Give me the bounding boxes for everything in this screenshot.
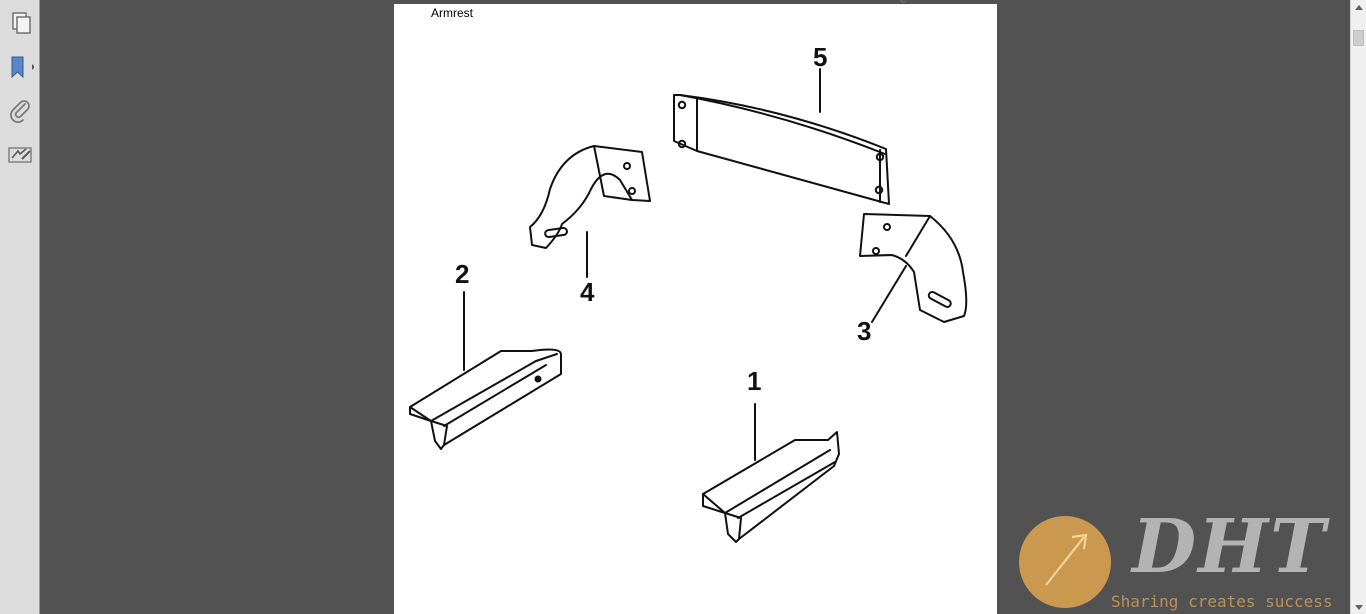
callout-4: 4 xyxy=(580,277,595,307)
callout-2: 2 xyxy=(455,259,469,289)
chevron-down-icon xyxy=(1354,604,1363,610)
part-4-bracket xyxy=(529,145,651,278)
vertical-scrollbar[interactable] xyxy=(1350,0,1366,614)
signatures-icon[interactable] xyxy=(6,140,34,168)
scroll-up-button[interactable] xyxy=(1351,0,1366,14)
callout-5: 5 xyxy=(813,42,827,72)
pages-icon[interactable] xyxy=(6,9,34,37)
part-3-bracket xyxy=(859,213,968,323)
bookmarks-icon[interactable] xyxy=(6,53,34,81)
callout-1: 1 xyxy=(747,366,761,396)
part-1-armrest xyxy=(702,403,840,543)
scroll-thumb[interactable] xyxy=(1353,30,1364,46)
cut-off-text-fragment xyxy=(900,0,907,3)
page-heading: Armrest xyxy=(431,6,473,20)
chevron-up-icon xyxy=(1354,4,1363,10)
navigation-pane xyxy=(0,0,40,614)
part-5-plate xyxy=(673,68,890,205)
attachments-icon[interactable] xyxy=(6,96,34,124)
armrest-parts-diagram: 5 4 3 2 1 xyxy=(409,42,968,543)
callout-3: 3 xyxy=(857,316,871,346)
part-2-armrest xyxy=(409,291,562,450)
scroll-down-button[interactable] xyxy=(1351,600,1366,614)
